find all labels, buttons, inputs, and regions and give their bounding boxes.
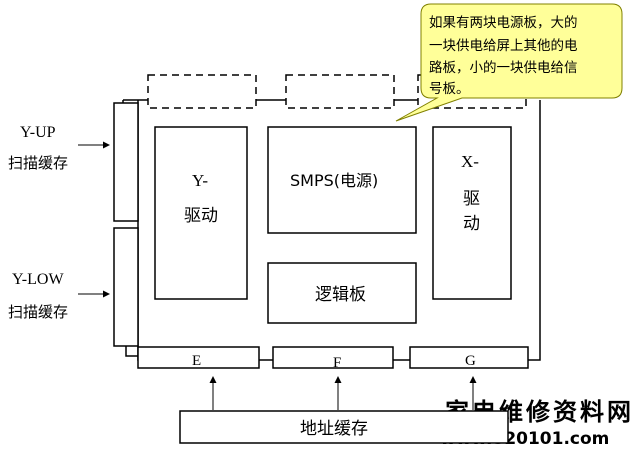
y-drive-label-1: Y-: [192, 171, 208, 190]
arrow-right-icon: [78, 290, 110, 298]
x-drive-board: [432, 126, 512, 300]
y-drive-board: [154, 126, 248, 300]
dashed-connector-2: [285, 74, 395, 109]
callout-line-2: 一块供电给屏上其他的电: [429, 38, 578, 54]
label-y-low-buffer: 扫描缓存: [8, 303, 68, 321]
y-up-buffer-strip: [113, 102, 139, 222]
logic-board: [267, 262, 417, 324]
label-y-low: Y-LOW: [12, 271, 64, 288]
label-y-up-buffer: 扫描缓存: [8, 154, 68, 172]
arrow-right-icon: [78, 141, 110, 149]
x-drive-label-2: 驱: [463, 189, 480, 209]
address-buffer: [179, 410, 509, 444]
arrow-up-icon: [334, 376, 342, 410]
connector-e-label: E: [192, 353, 201, 369]
callout-line-3: 路板，小的一块供电给信: [429, 60, 578, 76]
arrow-up-icon: [209, 376, 217, 410]
smps-board: [267, 126, 417, 234]
callout-line-1: 如果有两块电源板，大的: [429, 15, 578, 31]
y-low-buffer-strip: [113, 227, 139, 347]
connector-f: [272, 346, 394, 369]
arrow-up-icon: [469, 376, 477, 410]
y-drive-label-2: 驱动: [184, 206, 218, 226]
smps-label: SMPS(电源): [290, 171, 378, 190]
connector-f-label: F: [333, 355, 341, 371]
dashed-connector-1: [147, 74, 257, 109]
x-drive-label-1: X-: [461, 152, 479, 171]
y-low-lead: [125, 346, 138, 357]
x-drive-label-3: 动: [463, 214, 480, 234]
callout-bubble: [395, 3, 623, 122]
callout-line-4: 号板。: [429, 81, 470, 97]
address-buffer-label: 地址缓存: [300, 419, 368, 439]
connector-g-label: G: [465, 353, 476, 369]
logic-board-label: 逻辑板: [315, 285, 366, 305]
connector-e: [137, 346, 260, 369]
label-y-up: Y-UP: [20, 124, 56, 141]
connector-g: [409, 346, 529, 369]
